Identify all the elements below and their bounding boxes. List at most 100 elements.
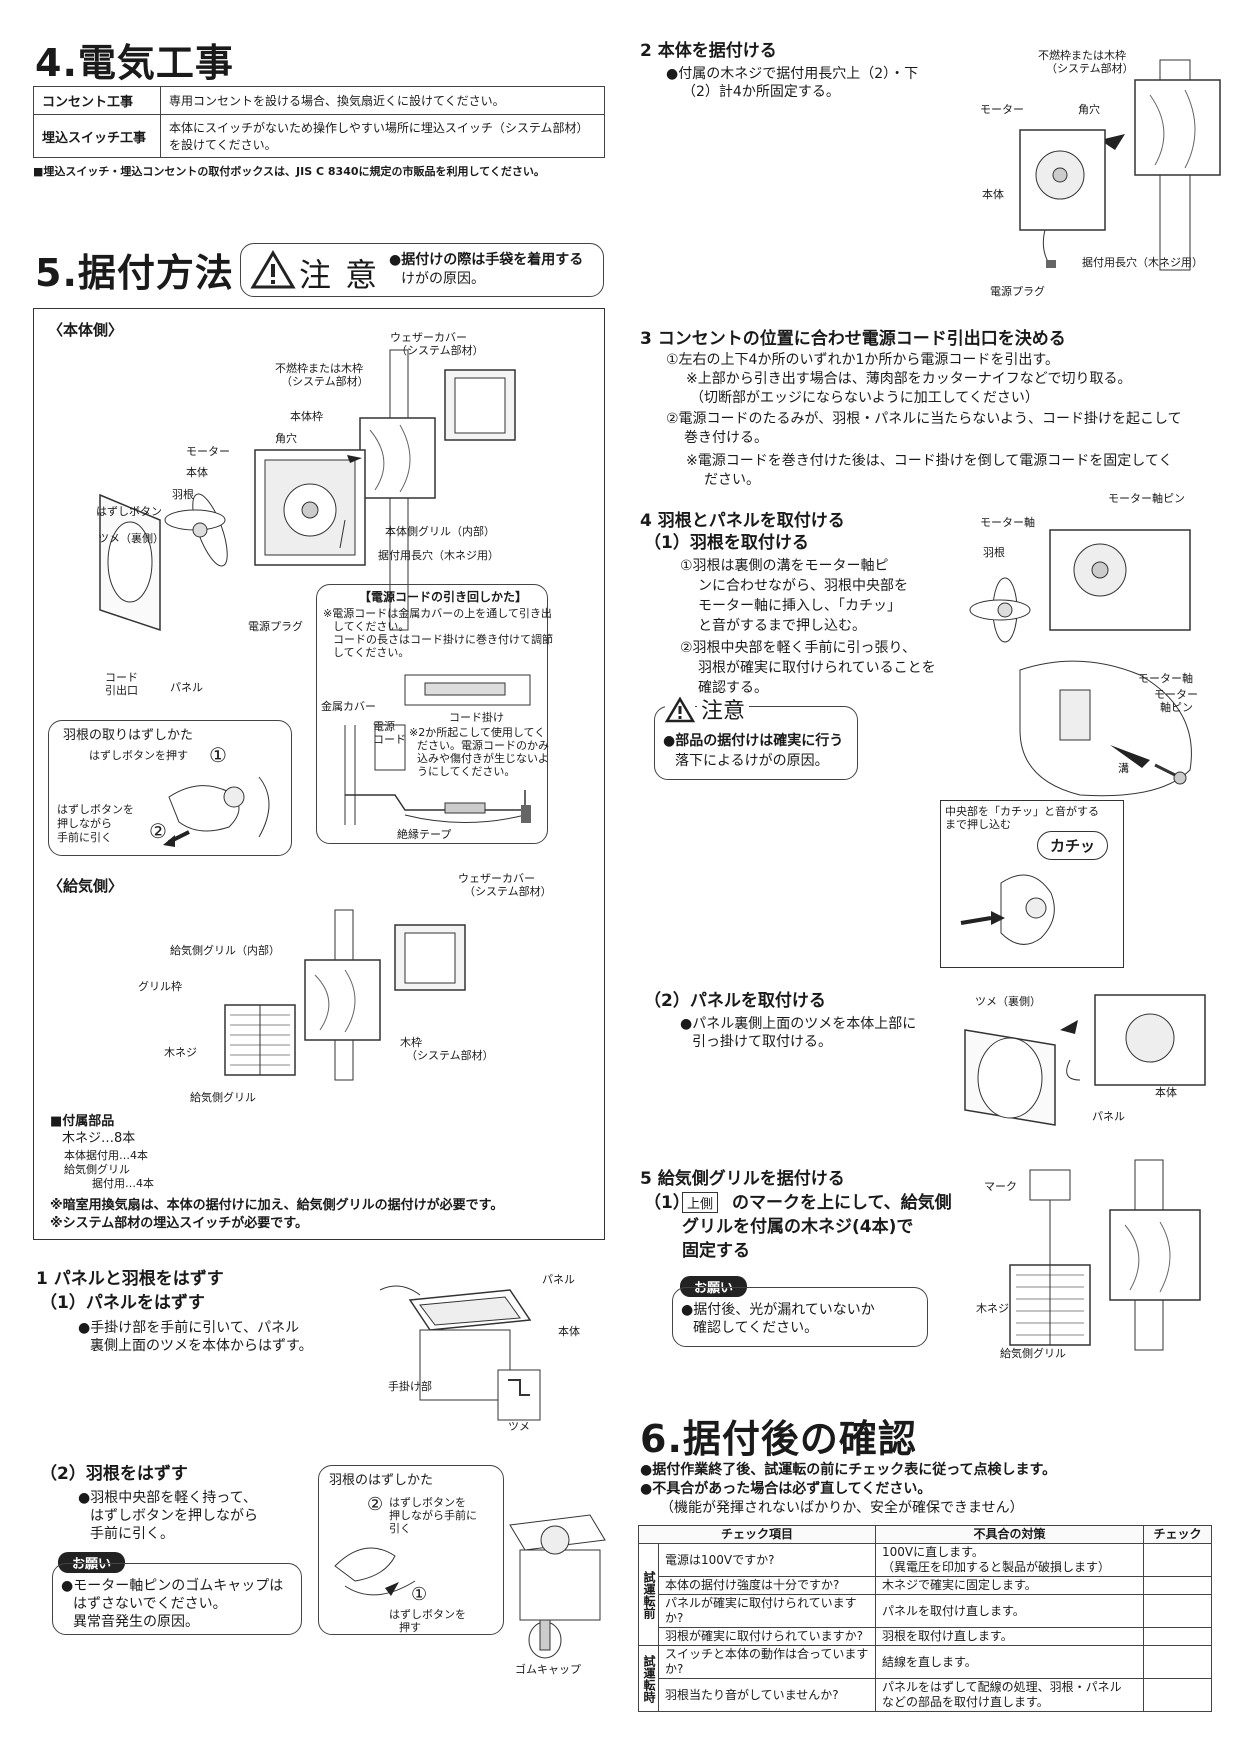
step5-sub-prefix: （1） [644, 1193, 690, 1213]
fan-detail-title: 羽根のはずしかた [329, 1473, 434, 1488]
cord-note-4: してください。 [333, 646, 410, 659]
step3-line7: ださい。 [704, 472, 760, 488]
step3-line1: ①左右の上下4か所のいずれか1か所から電源コードを引出す。 [666, 352, 1059, 368]
step2-title: 2 本体を据付ける [640, 41, 777, 61]
fix-text-2: （異電圧を印加すると製品が破損します） [882, 1560, 1111, 1574]
kake-note-4: うにしてください。 [417, 765, 516, 778]
label-motor: モーター [186, 445, 230, 458]
step1-sub1: （1）パネルをはずす [40, 1293, 205, 1313]
row-text: 本体にスイッチがないため操作しやすい場所に埋込スイッチ（システム部材）を設けてく… [160, 114, 605, 158]
fix-text: 100Vに直します。 [882, 1545, 984, 1559]
step4-caution-line2: 落下によるけがの原因。 [675, 753, 829, 769]
installation-frame [33, 308, 605, 1240]
table-header-row: チェック項目 不具合の対策 チェック [638, 1525, 1212, 1544]
step-number-1: ① [209, 743, 227, 767]
label-panel: パネル [170, 681, 203, 694]
check-cell[interactable] [1143, 1543, 1212, 1577]
step3-title: 3 コンセントの位置に合わせ電源コード引出口を決める [640, 329, 1066, 349]
step1-sub2: （2）羽根をはずす [40, 1464, 188, 1484]
caution-text: ●据付けの際は手袋を着用する [389, 252, 584, 268]
section-4-title: 4.電気工事 [35, 41, 234, 85]
cord-note-2: してください。 [333, 620, 410, 633]
cord-box-title: 【電源コードの引き回しかた】 [359, 590, 528, 604]
panel-removal-illustration [379, 1285, 541, 1421]
fuzoku-line-2: 本体据付用…4本 [64, 1149, 148, 1162]
label-hane: 羽根 [172, 488, 194, 501]
step2-label-funen: 不燃枠または木枠 [1038, 49, 1126, 62]
cord-note-3: コードの長さはコード掛けに巻き付けて調節 [333, 633, 553, 646]
label-push: はずしボタンを押す [89, 749, 188, 762]
fan-removal-title: 羽根の取りはずしかた [63, 728, 194, 743]
step4-a3: モーター軸に挿入し、「カチッ」 [698, 598, 901, 614]
label-pull-1: はずしボタンを [57, 803, 134, 816]
step5-title: 5 給気側グリルを据付ける [640, 1169, 845, 1189]
step4-title: 4 羽根とパネルを取付ける [640, 511, 845, 531]
onegai-line-3: 異常音発生の原因。 [73, 1614, 199, 1630]
caution-word: 注 意 [299, 256, 380, 294]
fuzoku-line-3: 給気側グリル [64, 1163, 130, 1176]
step1-sub2-line1: ●羽根中央部を軽く持って、 [78, 1490, 257, 1506]
row-head: コンセント工事 [33, 86, 161, 115]
caution-text-2: けがの原因。 [401, 271, 485, 287]
onegai-box: ●モーター軸ピンのゴムキャップは はずさないでください。 異常音発生の原因。 [52, 1563, 302, 1635]
step4-label-jiku-2: モーター軸 [1138, 672, 1193, 685]
fan-detail-line-1: はずしボタンを [389, 1496, 466, 1509]
table-row: 埋込スイッチ工事 本体にスイッチがないため操作しやすい場所に埋込スイッチ（システ… [33, 114, 605, 158]
kyuki-label-grill: 給気側グリル [190, 1091, 256, 1104]
check-cell[interactable] [1143, 1576, 1212, 1595]
step2-line1: ●付属の木ネジで据付用長穴上（2）・下 [666, 66, 919, 82]
label-dengen-cord: コード [373, 733, 406, 746]
label-hazushi: はずしボタン [96, 505, 162, 518]
kachi-bubble: カチッ [1037, 831, 1109, 860]
cord-note-1: ※電源コードは金属カバーの上を通して引き出 [323, 607, 552, 620]
header-check: チェック [1143, 1525, 1212, 1544]
install-note-1: ※暗室用換気扇は、本体の据付けに加え、給気側グリルの据付けが必要です。 [50, 1198, 504, 1213]
kachi-line1: 中央部を「カチッ」と音がする [945, 805, 1099, 818]
label-cord: コード [105, 671, 138, 684]
kyuki-label-weather-sub: （システム部材） [464, 885, 552, 898]
check-cell[interactable] [1143, 1627, 1212, 1646]
sec6-line1: ●据付作業終了後、試運転の前にチェック表に従って点検します。 [640, 1462, 1057, 1478]
check-cell[interactable] [1143, 1645, 1212, 1679]
step1-label-tsume: ツメ [508, 1420, 530, 1433]
step4-label-hane: 羽根 [983, 546, 1005, 559]
install-note-2: ※システム部材の埋込スイッチが必要です。 [50, 1216, 308, 1231]
step4-label-pin-2a: モーター [1154, 688, 1198, 701]
fan-detail-line-3: 引く [389, 1522, 411, 1535]
step5-grill-install-illustration [1009, 1159, 1201, 1351]
step4-caution-line1: ●部品の据付けは確実に行う [663, 733, 844, 749]
step1-label-panel: パネル [542, 1273, 575, 1286]
step3-line4: ②電源コードのたるみが、羽根・パネルに当たらないよう、コード掛けを起こして [666, 411, 1182, 427]
label-weather-sub: （システム部材） [396, 344, 484, 357]
kachi-line2: まで押し込む [945, 818, 1011, 831]
label-dengen: 電源 [373, 720, 395, 733]
step1-sub2-line3: 手前に引く。 [90, 1526, 174, 1542]
kake-note-3: 込みや傷付きが生じないよ [417, 752, 549, 765]
table-row: コンセント工事 専用コンセントを設ける場合、換気扇近くに設けてください。 [33, 86, 605, 115]
check-item: パネルが確実に取付けられていますか? [658, 1594, 876, 1628]
step4-panel-install-illustration [964, 994, 1206, 1126]
header-fix: 不具合の対策 [875, 1525, 1144, 1544]
fix-text: 木ネジで確実に固定します。 [875, 1576, 1144, 1595]
step5-onegai-box: ●据付後、光が漏れていないか 確認してください。 [672, 1287, 928, 1347]
group-before-test: 試運転前 [638, 1543, 659, 1646]
step4-caution-box: 注意 ●部品の据付けは確実に行う 落下によるけがの原因。 [654, 693, 858, 780]
step4-fan-install-illustration [969, 529, 1192, 797]
check-cell[interactable] [1143, 1678, 1212, 1712]
label-kinzoku: 金属カバー [321, 700, 376, 713]
table-row: パネルが確実に取付けられていますか? パネルを取付け直します。 [639, 1594, 1212, 1628]
fix-text: 羽根を取付け直します。 [875, 1627, 1144, 1646]
electric-note: ■埋込スイッチ・埋込コンセントの取付ボックスは、JIS C 8340に規定の市販… [33, 165, 545, 178]
step3-line6: ※電源コードを巻き付けた後は、コード掛けを倒して電源コードを固定してく [686, 453, 1173, 469]
check-item: 本体の据付け強度は十分ですか? [658, 1576, 876, 1595]
warning-triangle-icon [250, 250, 296, 289]
check-cell[interactable] [1143, 1594, 1212, 1628]
label-gomu-cap: ゴムキャップ [515, 1663, 581, 1676]
label-nagaana: 据付用長穴（木ネジ用） [378, 549, 499, 562]
fix-text-2: などの部品を取付け直します。 [882, 1695, 1049, 1709]
step5-sub-line2: グリルを付属の木ネジ(4本)で [682, 1217, 914, 1237]
step4-b2: 羽根が確実に取付けられていることを [698, 660, 936, 676]
fix-text: パネルをはずして配線の処理、羽根・パネル [882, 1680, 1122, 1694]
row-head: 埋込スイッチ工事 [33, 114, 161, 158]
label-hontai: 本体 [186, 466, 208, 479]
